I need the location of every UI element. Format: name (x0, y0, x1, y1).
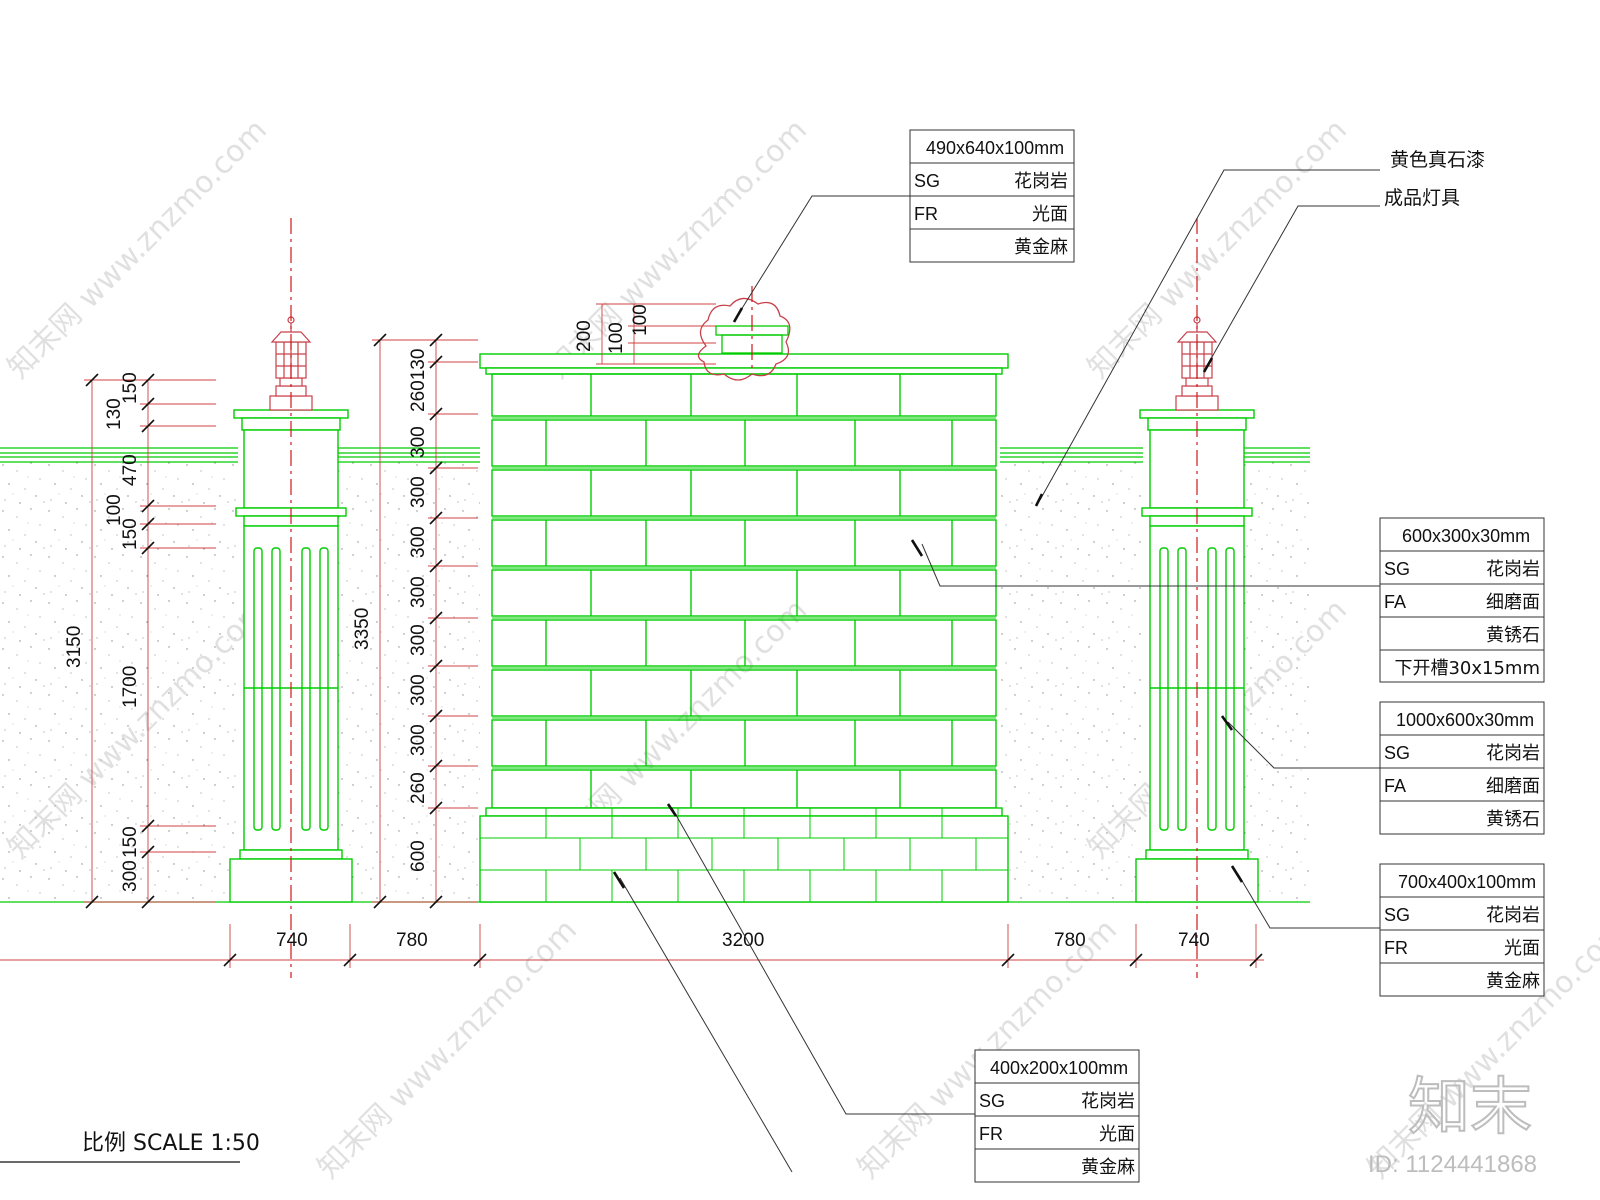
table-column-code: SG (1384, 743, 1410, 763)
callout-table-column: 1000x600x30mm SG 花岗岩 FA 细磨面 黄锈石 (1379, 701, 1545, 835)
dim-wall-seg: 260130 (408, 349, 429, 412)
dim-pier-overall: 3150 (64, 626, 85, 668)
dim-wall-seg: 300 (408, 576, 429, 608)
table-wall-value: 下开槽30x15mm (1394, 658, 1540, 679)
dim-bottom-right-pier: 740 (1178, 930, 1210, 951)
table-plinth-value: 光面 (1099, 1124, 1135, 1145)
dim-pier-seg: 130 (104, 398, 125, 430)
dim-wall-seg: 600 (408, 840, 429, 872)
dim-pier-seg: 150 (120, 372, 141, 404)
table-cap-value: 花岗岩 (1014, 171, 1068, 192)
note-lamp: 成品灯具 (1384, 187, 1460, 209)
dim-pier-seg: 300 (120, 860, 141, 892)
table-wall-value: 黄锈石 (1486, 625, 1540, 646)
dim-pier-seg: 1700 (120, 666, 141, 708)
table-cap-code: SG (914, 171, 940, 191)
stucco-wall-right (1240, 462, 1310, 902)
callout-table-plinth: 400x200x100mm SG 花岗岩 FR 光面 黄金麻 (974, 1049, 1140, 1183)
table-cap-size: 490x640x100mm (926, 138, 1064, 158)
dim-wall-seg: 300 (408, 476, 429, 508)
dim-bottom-left-pier: 740 (276, 930, 308, 951)
dim-wall-seg: 260 (408, 772, 429, 804)
dim-pier-seg: 150 (120, 518, 141, 550)
dim-wall-seg: 300 (408, 426, 429, 458)
table-base-code: FR (1384, 938, 1408, 958)
callout-table-base: 700x400x100mm SG 花岗岩 FR 光面 黄金麻 (1379, 863, 1545, 997)
dim-pier-seg: 150 (120, 826, 141, 858)
table-base-code: SG (1384, 905, 1410, 925)
dim-bottom-left-wall: 780 (396, 930, 428, 951)
leader-ticks (612, 307, 1244, 889)
table-plinth-value: 花岗岩 (1081, 1091, 1135, 1112)
table-plinth-value: 黄金麻 (1081, 1157, 1135, 1178)
table-column-value: 细磨面 (1486, 776, 1540, 797)
center-lines (290, 218, 1198, 978)
table-plinth-size: 400x200x100mm (990, 1058, 1128, 1078)
watermark: 知末网 www.znzmo.com (311, 913, 584, 1186)
table-cap-code: FR (914, 204, 938, 224)
table-base-value: 黄金麻 (1486, 971, 1540, 992)
image-id: ID: 1124441868 (1368, 1151, 1537, 1178)
table-wall-value: 细磨面 (1486, 592, 1540, 613)
table-wall-code: SG (1384, 559, 1410, 579)
table-cap-value: 黄金麻 (1014, 237, 1068, 258)
dim-wall-seg: 300 (408, 724, 429, 756)
table-wall-value: 花岗岩 (1486, 559, 1540, 580)
dim-cap-seg: 200 (574, 320, 595, 352)
scale-label: 比例 SCALE 1:50 (82, 1131, 260, 1156)
dim-pier-seg: 470 (120, 454, 141, 486)
watermark: 知末网 www.znzmo.com (1, 113, 274, 386)
table-wall-size: 600x300x30mm (1402, 526, 1530, 546)
table-column-value: 花岗岩 (1486, 743, 1540, 764)
dimension-lines (0, 303, 1264, 968)
dim-cap-seg: 100 (630, 304, 651, 336)
stucco-wall-left (0, 462, 238, 902)
central-stone-wall (479, 353, 1009, 903)
dim-wall-overall: 3350 (352, 608, 373, 650)
stucco-wall-mid-right (1000, 462, 1143, 902)
table-cap-value: 光面 (1032, 204, 1068, 225)
brand-logo: 知末 (1408, 1070, 1532, 1143)
dim-wall-seg: 300 (408, 526, 429, 558)
table-base-value: 花岗岩 (1486, 905, 1540, 926)
callout-table-cap: 490x640x100mm SG 花岗岩 FR 光面 黄金麻 (909, 129, 1075, 263)
table-plinth-code: FR (979, 1124, 1003, 1144)
table-wall-code: FA (1384, 592, 1406, 612)
watermark: 知末网 www.znzmo.com (1081, 113, 1354, 386)
dim-cap-seg: 100 (606, 322, 627, 354)
leader-lines (619, 169, 1380, 1173)
dim-wall-seg: 300 (408, 674, 429, 706)
dim-pier-seg: 100 (104, 494, 125, 526)
stucco-wall-mid-left (336, 462, 480, 902)
table-column-value: 黄锈石 (1486, 809, 1540, 830)
table-plinth-code: SG (979, 1091, 1005, 1111)
dim-bottom-center-wall: 3200 (722, 930, 764, 951)
watermark-group: 知末网 www.znzmo.com 知末网 www.znzmo.com 知末网 … (1, 113, 1600, 1186)
table-column-size: 1000x600x30mm (1396, 710, 1534, 730)
table-base-size: 700x400x100mm (1398, 872, 1536, 892)
dim-bottom-right-wall: 780 (1054, 930, 1086, 951)
table-base-value: 光面 (1504, 938, 1540, 959)
table-column-code: FA (1384, 776, 1406, 796)
callout-table-wall: 600x300x30mm SG 花岗岩 FA 细磨面 黄锈石 下开槽30x15m… (1379, 517, 1545, 683)
dimension-ticks (85, 333, 1263, 967)
note-paint: 黄色真石漆 (1390, 149, 1485, 171)
dim-wall-seg: 300 (408, 624, 429, 656)
